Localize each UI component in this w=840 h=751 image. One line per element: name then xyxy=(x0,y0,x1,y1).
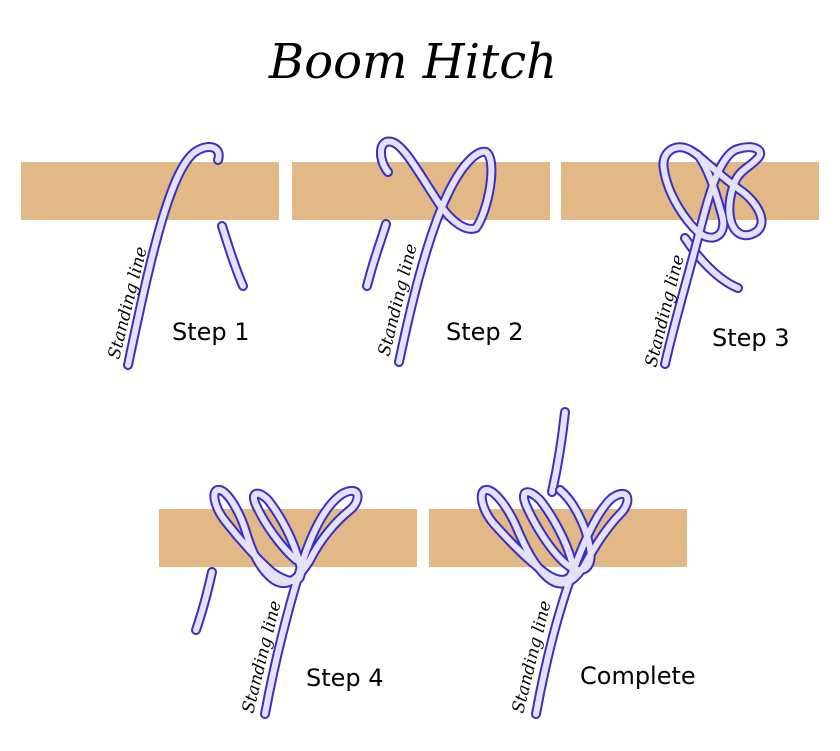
rope xyxy=(191,485,363,719)
step-label: Step 1 xyxy=(172,318,250,346)
rope-fill xyxy=(219,223,246,289)
step-label: Complete xyxy=(580,662,696,690)
rope-fill xyxy=(549,409,568,495)
rope-fill xyxy=(660,144,765,367)
rope-fill xyxy=(682,235,741,291)
step-label: Step 3 xyxy=(712,324,790,352)
rope xyxy=(476,407,633,719)
step-label: Step 2 xyxy=(446,318,524,346)
spar xyxy=(21,162,279,220)
rope xyxy=(123,141,248,370)
rope-fill xyxy=(364,221,389,289)
rope xyxy=(362,136,497,367)
panel-complete: Standing line Complete xyxy=(429,407,696,719)
rope xyxy=(658,142,767,369)
rope-fill xyxy=(125,143,222,368)
panel-step-2: Standing line Step 2 xyxy=(292,136,550,367)
rope-fill xyxy=(378,138,495,365)
rope-fill xyxy=(478,487,631,717)
step-label: Step 4 xyxy=(306,664,384,692)
panel-step-4: Standing line Step 4 xyxy=(159,485,417,719)
panel-step-1: Standing line Step 1 xyxy=(21,141,279,370)
spar xyxy=(561,162,819,220)
rope-fill xyxy=(193,569,215,633)
panel-step-3: Standing line Step 3 xyxy=(561,142,819,369)
diagram-title: Boom Hitch xyxy=(268,34,557,90)
rope-fill xyxy=(211,487,361,717)
